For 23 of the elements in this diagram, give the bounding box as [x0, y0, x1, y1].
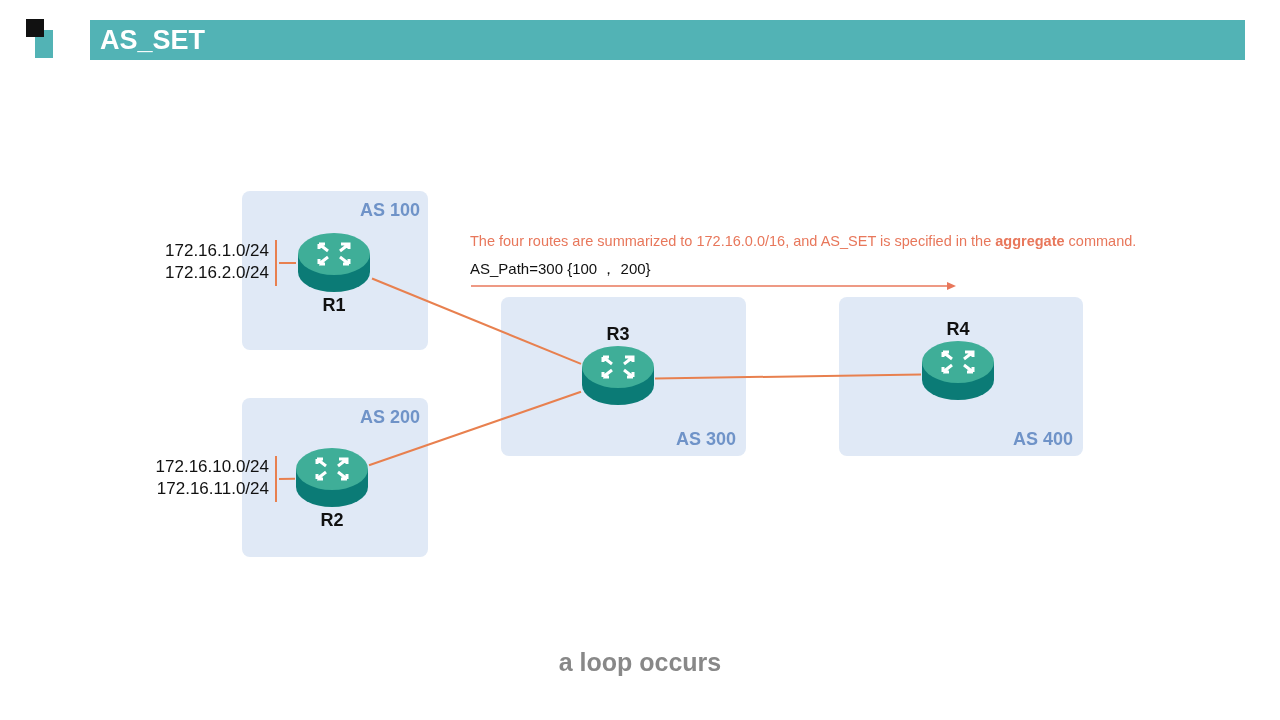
router-label: R4: [946, 318, 970, 340]
as-area: [501, 297, 746, 456]
network-prefix: 172.16.10.0/24: [155, 456, 269, 478]
router-label: R2: [320, 509, 344, 531]
link-line: [278, 477, 296, 480]
as-path-text: AS_Path=300 {100 ， 200}: [470, 260, 651, 279]
router-label: R3: [606, 323, 630, 345]
as-label: AS 400: [1012, 429, 1073, 450]
network-prefix: 172.16.2.0/24: [165, 262, 269, 284]
network-prefix: 172.16.11.0/24: [156, 478, 269, 500]
as-label: AS 100: [359, 200, 420, 221]
as-area: [839, 297, 1083, 456]
link-line: [371, 277, 582, 365]
link-line: [368, 390, 582, 467]
annotation-text: The four routes are summarized to 172.16.0.0/16, and AS_SET is specified in the aggregate command.: [470, 233, 1137, 249]
link-line: [654, 373, 922, 380]
router-label: R1: [322, 294, 346, 316]
title: AS_SET: [100, 24, 206, 56]
link-line: [278, 262, 297, 264]
as-label: AS 300: [675, 429, 736, 450]
as-label: AS 200: [359, 407, 420, 428]
caption: a loop occurs: [557, 648, 723, 677]
network-prefix: 172.16.1.0/24: [165, 240, 269, 262]
